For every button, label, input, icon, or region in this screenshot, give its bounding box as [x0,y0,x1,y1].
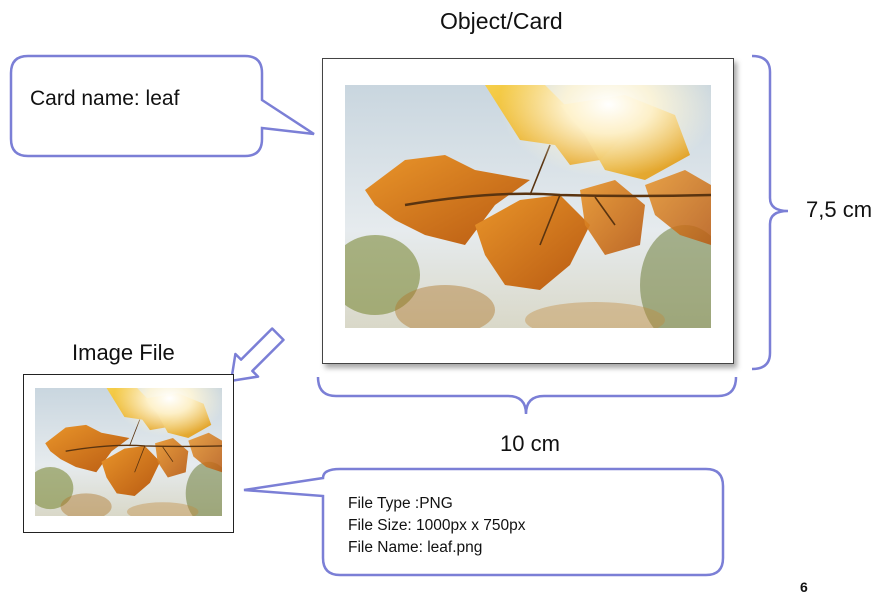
file-name-line: File Name: leaf.png [348,539,483,556]
diagram-title: Object/Card [440,8,563,34]
leaf-photo-small [35,388,222,516]
file-info-text: File Type :PNG File Size: 1000px x 750px… [348,493,526,559]
height-bracket [751,54,789,371]
width-label: 10 cm [500,431,560,456]
image-file-label: Image File [72,340,175,365]
object-card [322,58,734,364]
card-callout-bubble [9,54,315,158]
height-label: 7,5 cm [806,197,873,222]
file-info-bubble [243,467,725,577]
arrow-icon [229,327,285,383]
image-file-thumbnail [23,374,234,533]
page-number: 6 [800,579,808,595]
width-bracket [316,376,738,415]
file-size-line: File Size: 1000px x 750px [348,517,526,534]
leaf-photo [345,85,711,328]
file-type-line: File Type :PNG [348,495,453,512]
card-name-label: Card name: leaf [30,87,180,110]
